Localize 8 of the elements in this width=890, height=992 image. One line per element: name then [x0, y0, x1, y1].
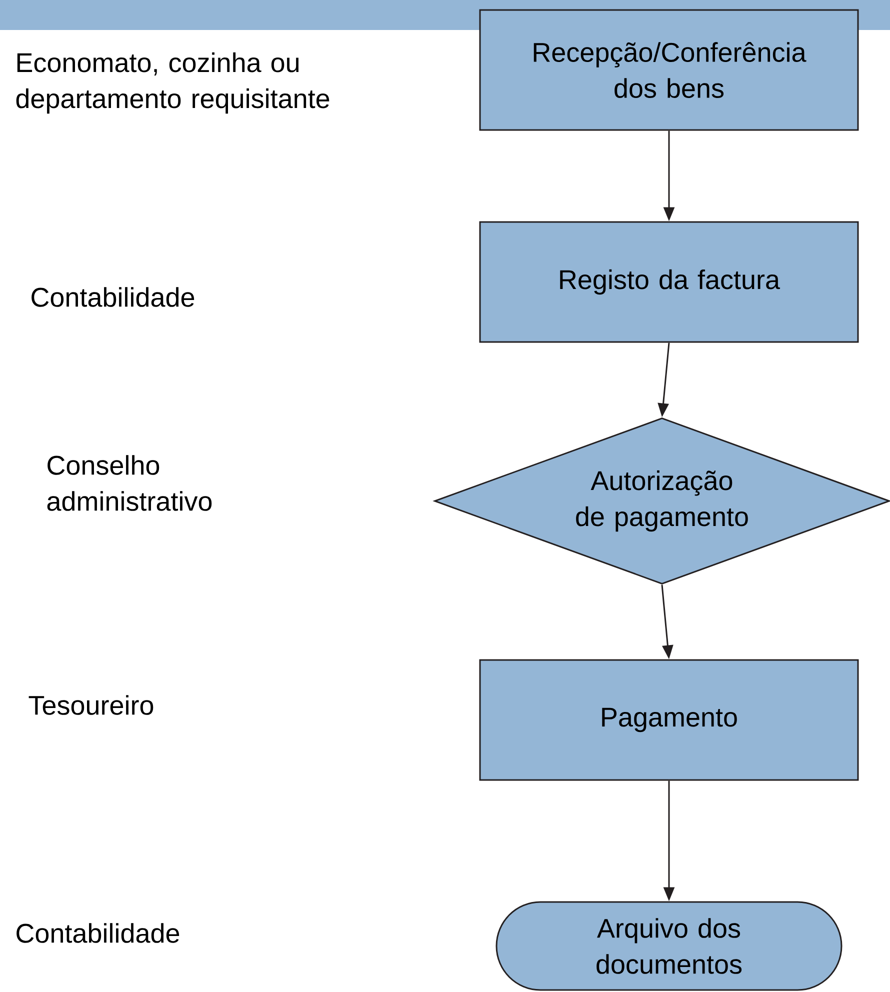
- lane-label: Conselho administrativo: [47, 455, 212, 511]
- lane-label: Contabilidade: [32, 287, 194, 307]
- lane-label: Economato, cozinha ou departamento requisitante: [16, 52, 330, 114]
- process-box: Registo da factura: [479, 221, 859, 343]
- process-box: Pagamento: [479, 659, 859, 781]
- lane-label: Tesoureiro: [28, 695, 154, 715]
- process-box: Recepção/Conferência dos bens: [479, 9, 859, 131]
- lane-label: Contabilidade: [16, 923, 180, 943]
